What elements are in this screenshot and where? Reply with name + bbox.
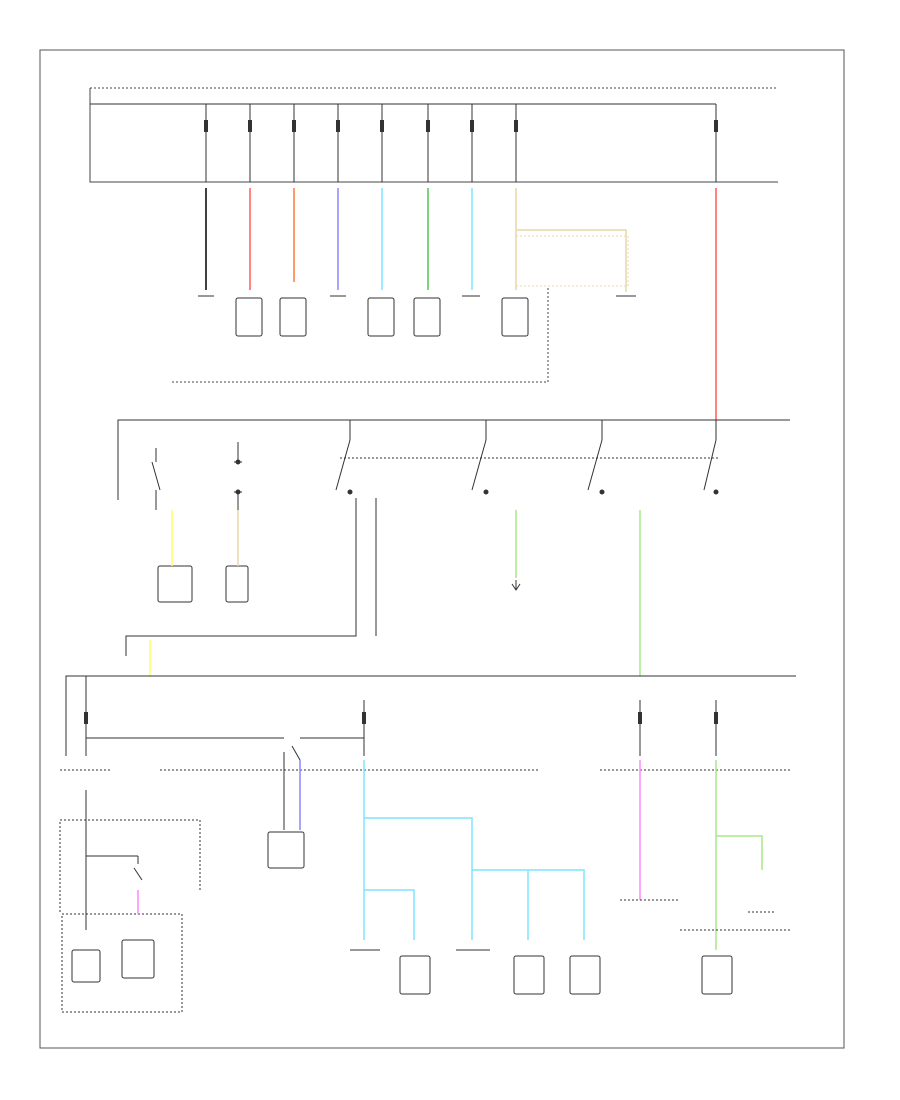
note-box-top [515, 235, 629, 287]
ground-bus-dashed [172, 286, 549, 383]
relay-box [59, 790, 201, 1013]
component-row-bottom [350, 949, 733, 995]
right-bottom-wires [639, 760, 763, 950]
ignition-colored-wires [149, 510, 641, 676]
switch-component-mid [267, 745, 305, 869]
ignition-switch-section [117, 419, 790, 656]
component-row-1 [198, 295, 636, 337]
bottom-fuse-panel [60, 675, 796, 771]
fuse-symbols-top [204, 120, 718, 132]
cyan-distribution [363, 760, 585, 940]
top-branch-wires [205, 188, 717, 420]
fuse-symbols-bottom [84, 712, 718, 724]
diagram-border [39, 49, 845, 1049]
top-fuse-drops [205, 104, 717, 182]
top-fuse-panel [89, 87, 778, 183]
right-bottom-outline [620, 899, 790, 931]
